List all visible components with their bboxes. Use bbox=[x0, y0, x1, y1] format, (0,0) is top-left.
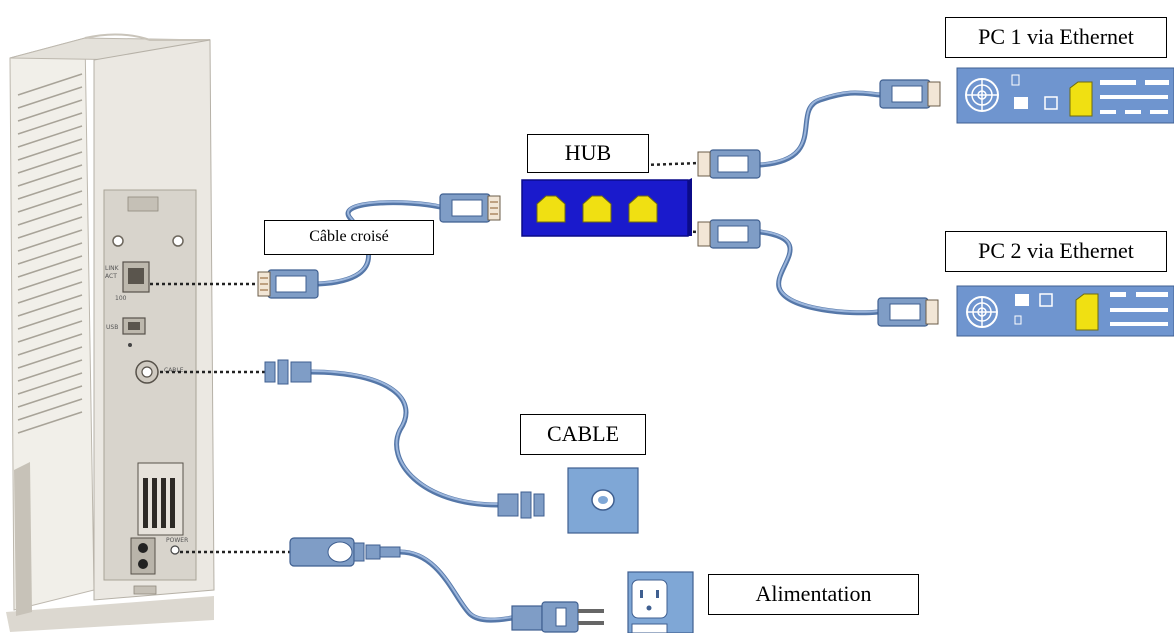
coax-wall-plate-icon bbox=[567, 467, 639, 534]
pc2-label: PC 2 via Ethernet bbox=[945, 231, 1167, 272]
rj45-plug-icon bbox=[257, 269, 319, 299]
rj45-plug-icon bbox=[877, 297, 939, 327]
rj45-plug-icon bbox=[879, 79, 941, 109]
power-plug-icon bbox=[511, 601, 604, 633]
rj45-plug-icon bbox=[439, 193, 501, 223]
power-label: Alimentation bbox=[708, 574, 919, 615]
modem-port-cable-label: CABLE bbox=[164, 367, 184, 374]
pc1-label: PC 1 via Ethernet bbox=[945, 17, 1167, 58]
modem-port-act-label: ACT bbox=[105, 273, 117, 280]
rj45-plug-icon bbox=[697, 219, 761, 249]
modem-port-link-label: LINK bbox=[105, 265, 120, 272]
power-plug-icon bbox=[289, 537, 401, 567]
rj45-plug-icon bbox=[697, 149, 761, 179]
modem-port-power-label: POWER bbox=[166, 537, 188, 544]
crossover-cable-label: Câble croisé bbox=[264, 220, 434, 255]
cable-modem-icon: LINK ACT 100 USB CABLE POWER bbox=[6, 33, 215, 632]
cable-label: CABLE bbox=[520, 414, 646, 455]
power-outlet-icon bbox=[627, 571, 694, 633]
coax-connector-icon bbox=[264, 359, 312, 385]
pc-back-panel-icon bbox=[956, 67, 1174, 124]
hub-label: HUB bbox=[527, 134, 649, 173]
pc-back-panel-icon bbox=[956, 285, 1174, 337]
coax-connector-icon bbox=[497, 491, 545, 519]
modem-port-usb-label: USB bbox=[106, 324, 118, 331]
modem-port-speed-label: 100 bbox=[115, 295, 127, 302]
ethernet-hub-icon bbox=[521, 178, 692, 237]
modem-link-dots bbox=[150, 161, 701, 554]
